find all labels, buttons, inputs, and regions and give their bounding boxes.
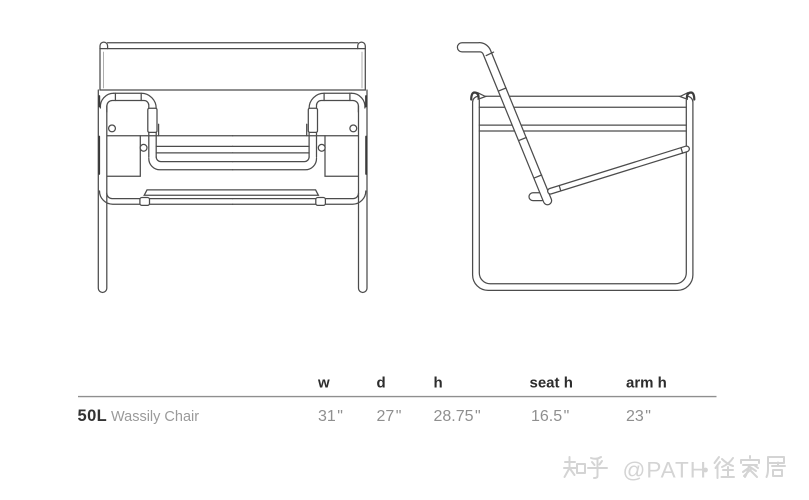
svg-text:arm h: arm h: [626, 375, 667, 392]
svg-text:31": 31": [318, 408, 343, 425]
svg-text:16.5": 16.5": [531, 408, 569, 425]
svg-text:seat h: seat h: [530, 375, 573, 392]
svg-text:28.75": 28.75": [434, 408, 481, 425]
svg-text:Wassily Chair: Wassily Chair: [111, 409, 199, 425]
svg-text:50L: 50L: [78, 407, 108, 425]
svg-text:w: w: [317, 375, 330, 392]
svg-text:d: d: [377, 375, 386, 392]
svg-text:h: h: [434, 375, 443, 392]
svg-text:23": 23": [626, 408, 651, 425]
svg-text:@PATH: @PATH: [623, 458, 708, 483]
svg-text:27": 27": [377, 408, 402, 425]
